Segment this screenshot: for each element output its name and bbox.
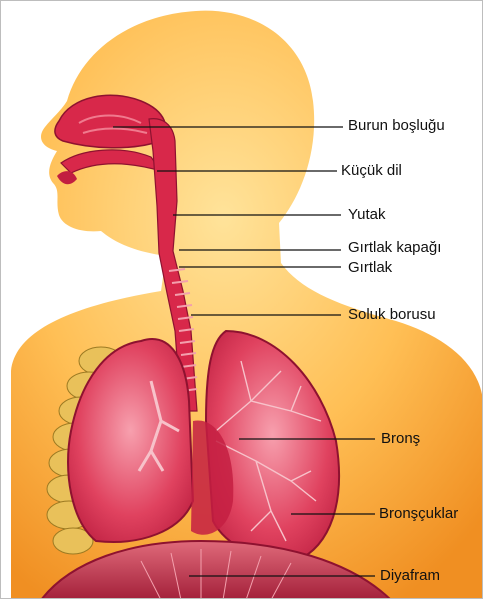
label-girtlak-kapagi: Gırtlak kapağı [348,239,441,257]
label-diyafram: Diyafram [380,567,440,585]
label-burun-bosluğu: Burun boşluğu [348,117,445,135]
label-kucuk-dil: Küçük dil [341,162,402,180]
label-girtlak: Gırtlak [348,259,392,277]
label-soluk-borusu: Soluk borusu [348,306,436,324]
label-brons: Bronş [381,430,420,448]
label-yutak: Yutak [348,206,386,224]
label-bronscuklar: Bronşçuklar [379,505,458,523]
